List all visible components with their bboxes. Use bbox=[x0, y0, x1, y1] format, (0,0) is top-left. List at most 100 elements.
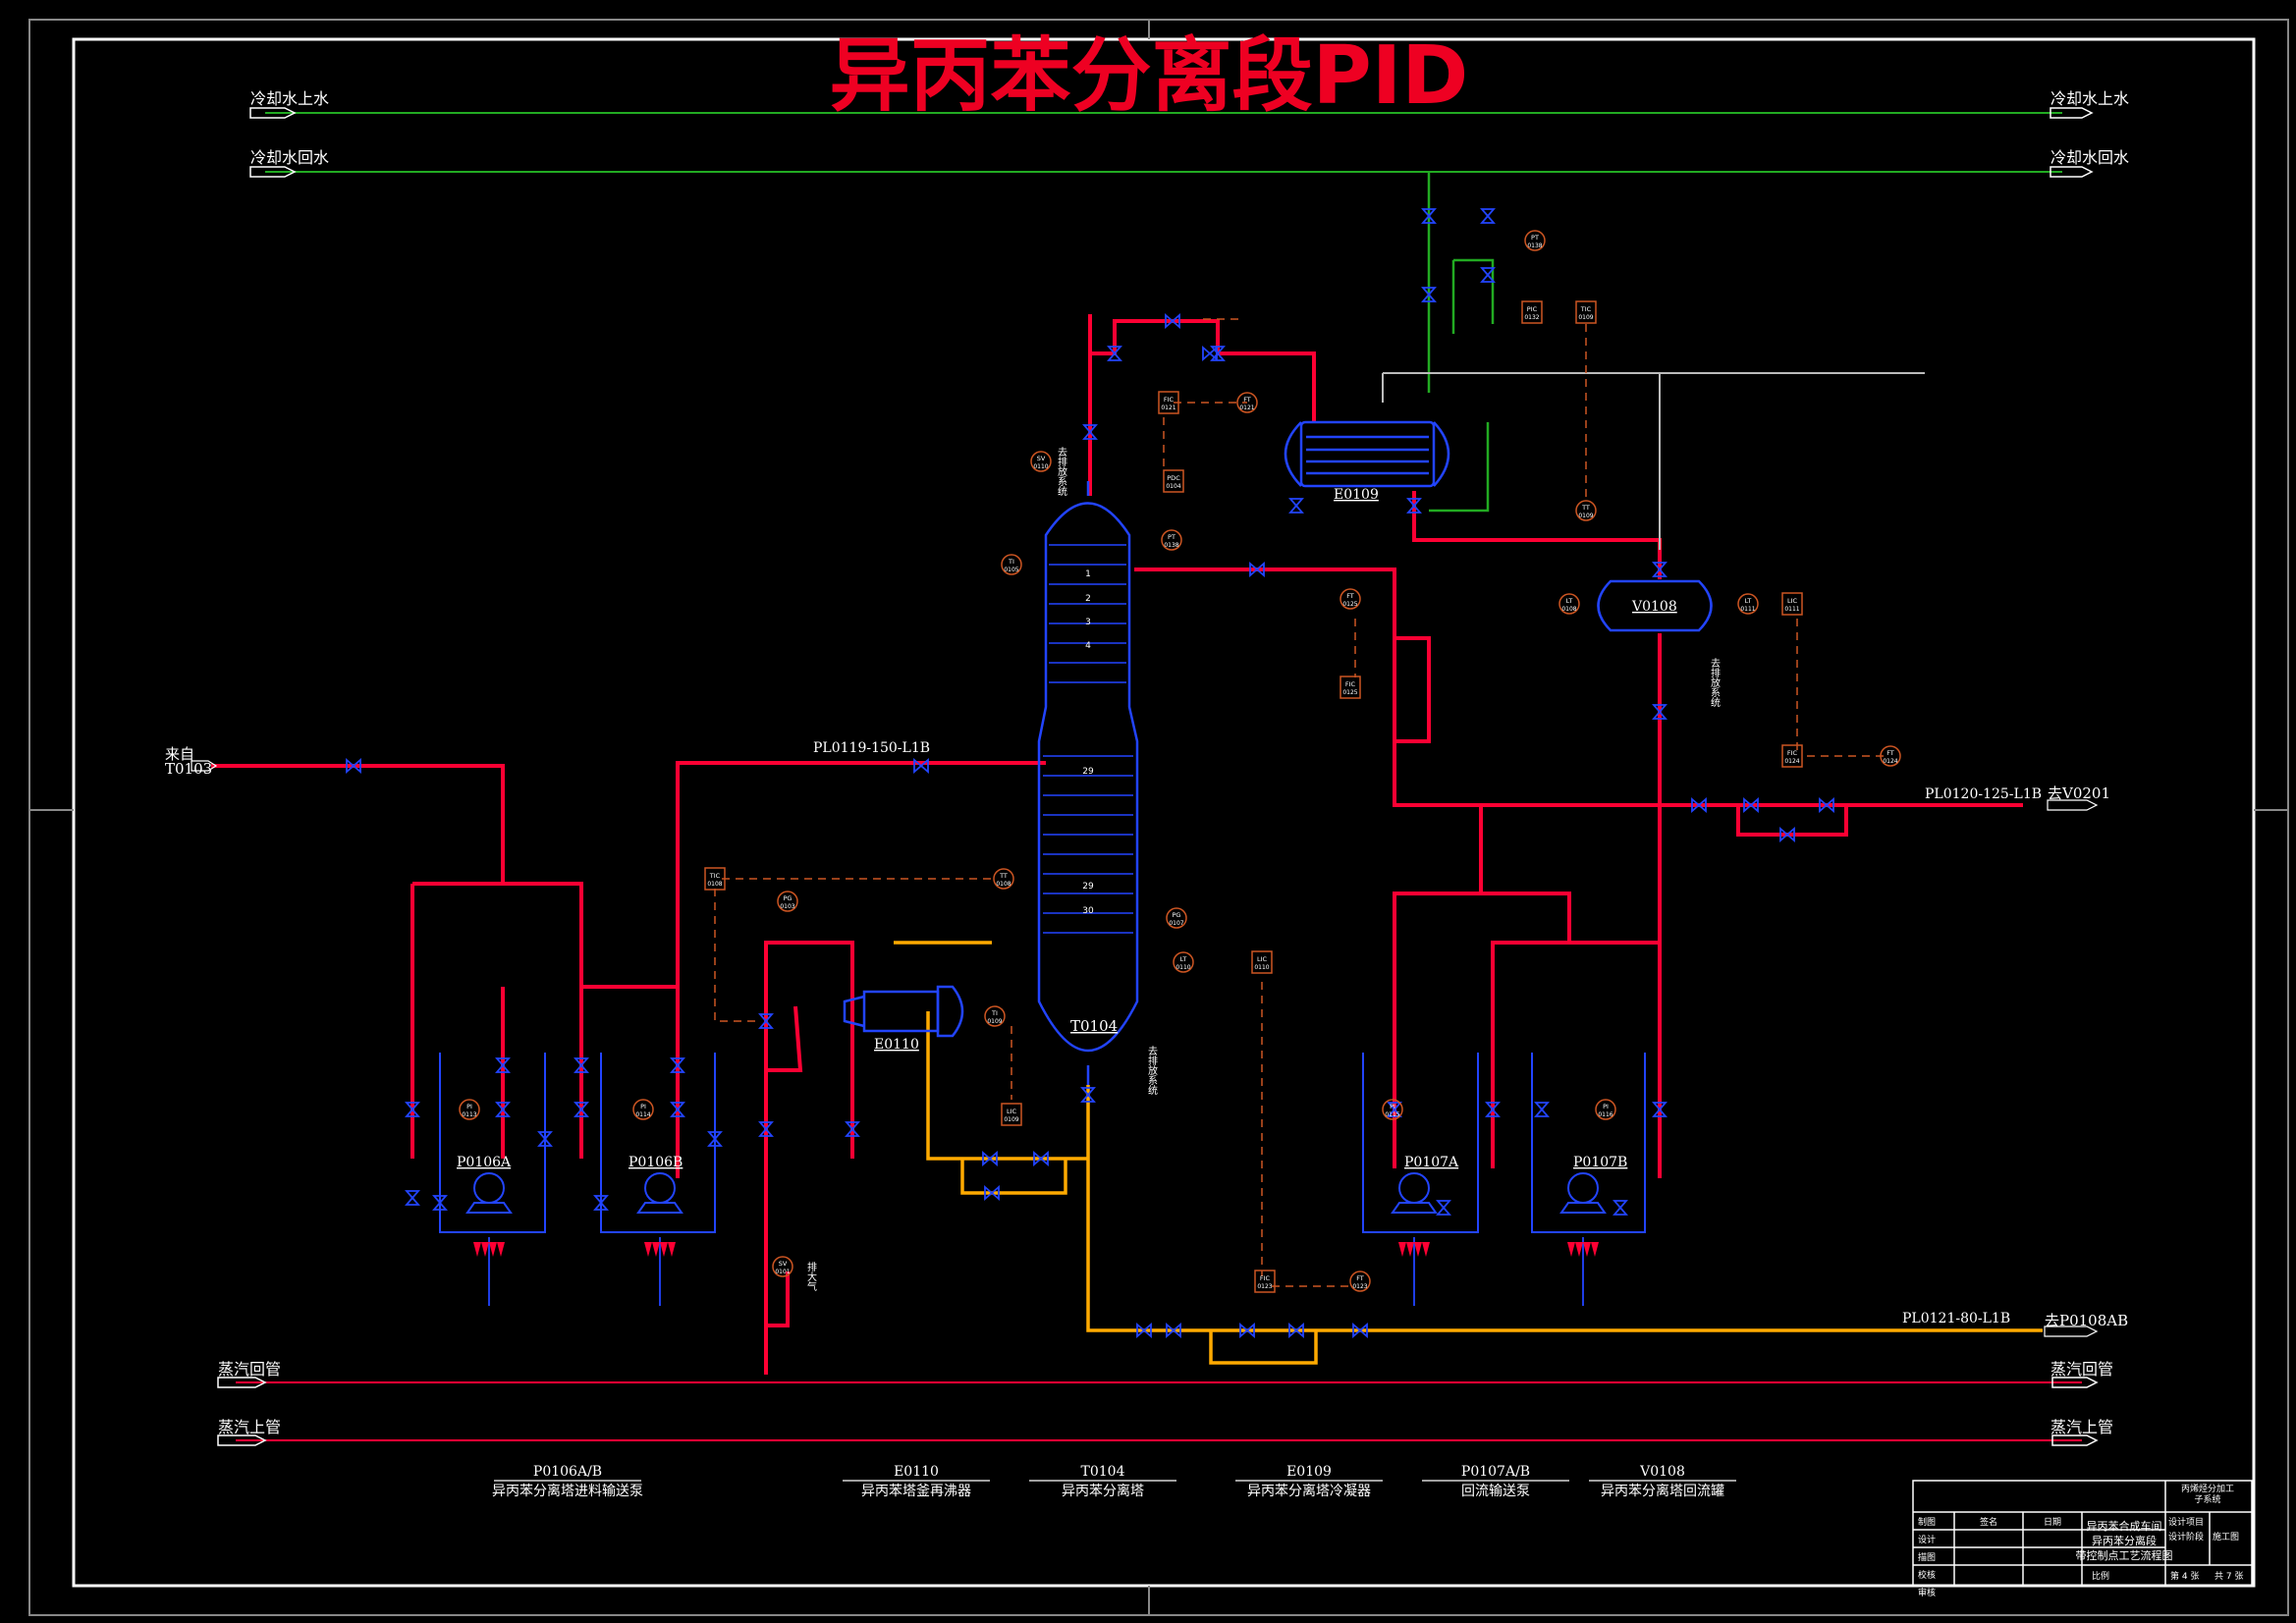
tag-e0109: E0109 bbox=[1334, 487, 1379, 503]
instrument-tag: PI bbox=[466, 1103, 472, 1110]
instrument-number: 0109 bbox=[1578, 314, 1593, 321]
instrument-tag: TT bbox=[999, 872, 1008, 880]
feed-line-label: PL0119-150-L1B bbox=[813, 740, 930, 756]
instrument-number: 0114 bbox=[635, 1111, 650, 1118]
sv-bottom-note: 去排放系统 bbox=[1146, 1046, 1158, 1095]
instrument-number: 0110 bbox=[1254, 964, 1269, 971]
instrument-number: 0101 bbox=[775, 1269, 790, 1275]
tb-right-2: 设计阶段 bbox=[2168, 1531, 2204, 1542]
from-label: 来自 bbox=[165, 745, 194, 763]
drain-arrow bbox=[652, 1242, 660, 1257]
sv-drum-note: 去排放系统 bbox=[1709, 658, 1721, 707]
tb-sheet: 第 4 张 bbox=[2170, 1570, 2199, 1582]
instrument-number: 0108 bbox=[1561, 606, 1576, 613]
tray-number: 2 bbox=[1085, 594, 1091, 604]
pump-p0107a bbox=[1362, 1053, 1479, 1233]
tb-total: 共 7 张 bbox=[2214, 1571, 2243, 1582]
steam-return-right-label: 蒸汽回管 bbox=[2050, 1360, 2113, 1379]
instrument-tag: LT bbox=[1566, 597, 1573, 605]
instrument-tag: PG bbox=[784, 894, 793, 902]
drain-arrow bbox=[1591, 1242, 1599, 1257]
gate-valve bbox=[1202, 346, 1218, 361]
legend-desc: 回流输送泵 bbox=[1461, 1484, 1530, 1499]
gate-valve bbox=[1652, 704, 1667, 720]
instrument-number: 0121 bbox=[1239, 405, 1254, 411]
instrument-tag: FT bbox=[1346, 592, 1354, 600]
gate-valve bbox=[982, 1151, 998, 1166]
bottoms-dest-label: 去P0108AB bbox=[2045, 1312, 2128, 1329]
gate-valve bbox=[405, 1190, 420, 1206]
instrument-number: 0108 bbox=[996, 881, 1011, 888]
gate-valve bbox=[1166, 1323, 1181, 1338]
gate-valve bbox=[537, 1131, 553, 1147]
instrument-number: 0124 bbox=[1883, 758, 1897, 765]
bottoms-line-label: PL0121-80-L1B bbox=[1902, 1311, 2010, 1326]
instrument-number: 0123 bbox=[1352, 1283, 1367, 1290]
instrument-tag: PG bbox=[1173, 911, 1181, 919]
tb-col-date: 日期 bbox=[2044, 1517, 2061, 1528]
tag-t0104: T0104 bbox=[1070, 1017, 1118, 1035]
drum-v0108 bbox=[1597, 579, 1713, 632]
tb-drawing-3: 带控制点工艺流程图 bbox=[2076, 1548, 2173, 1562]
vent-note: 排大气 bbox=[805, 1261, 817, 1291]
gate-valve bbox=[1033, 1151, 1049, 1166]
cw-return-left-label: 冷却水回水 bbox=[250, 148, 329, 167]
vent-header bbox=[1382, 372, 1925, 550]
instrument-tag: PDC bbox=[1167, 474, 1180, 482]
drain-arrow bbox=[1398, 1242, 1406, 1257]
instrument-tag: SV bbox=[1037, 455, 1046, 462]
instrument-tag: PT bbox=[1168, 533, 1175, 541]
instrument-number: 0111 bbox=[1784, 606, 1799, 613]
process-lines bbox=[211, 314, 2023, 1375]
tag-v0108: V0108 bbox=[1631, 599, 1677, 615]
instrument-number: 0110 bbox=[1033, 463, 1048, 470]
instrument-number: 0125 bbox=[1342, 689, 1357, 696]
instrument-number: 0113 bbox=[462, 1111, 476, 1118]
gate-valve bbox=[1352, 1323, 1368, 1338]
tag-p0107b: P0107B bbox=[1573, 1155, 1627, 1170]
legend-desc: 异丙苯分离塔进料输送泵 bbox=[492, 1483, 643, 1499]
gate-valve bbox=[405, 1102, 420, 1117]
gate-valve bbox=[707, 1131, 723, 1147]
tag-e0110: E0110 bbox=[874, 1037, 919, 1053]
drain-arrow bbox=[1414, 1242, 1422, 1257]
instrument-tag: FIC bbox=[1260, 1274, 1271, 1282]
gate-valve bbox=[1421, 287, 1437, 302]
gate-valve bbox=[1288, 498, 1304, 514]
legend-desc: 异丙苯分离塔 bbox=[1062, 1483, 1144, 1499]
instrument-tag: SV bbox=[779, 1260, 788, 1268]
instrument-tag: LIC bbox=[1257, 955, 1268, 963]
legend-tag: P0107A/B bbox=[1461, 1464, 1530, 1480]
tb-scale: 比例 bbox=[2092, 1570, 2109, 1582]
instrument-tag: LIC bbox=[1787, 597, 1798, 605]
legend-tag: V0108 bbox=[1639, 1464, 1685, 1480]
legend-tag: P0106A/B bbox=[533, 1464, 602, 1480]
gate-valve bbox=[1165, 313, 1180, 329]
gate-valve bbox=[1421, 208, 1437, 224]
gate-valve bbox=[1080, 1087, 1096, 1103]
instrument-tag: PI bbox=[1603, 1103, 1609, 1110]
gate-valve bbox=[1210, 346, 1226, 361]
tb-row-label: 描图 bbox=[1918, 1551, 1936, 1563]
gate-valve bbox=[1652, 562, 1667, 577]
instrument-number: 0109 bbox=[1578, 513, 1593, 519]
pump-drains bbox=[473, 1237, 1599, 1306]
gate-valve bbox=[1288, 1323, 1304, 1338]
outer-frame bbox=[28, 19, 2289, 1616]
instrument-tag: FT bbox=[1886, 749, 1894, 757]
pump-p0107b bbox=[1531, 1053, 1646, 1233]
instrument-number: 0111 bbox=[1740, 606, 1755, 613]
legend-desc: 异丙苯分离塔回流罐 bbox=[1601, 1483, 1724, 1499]
